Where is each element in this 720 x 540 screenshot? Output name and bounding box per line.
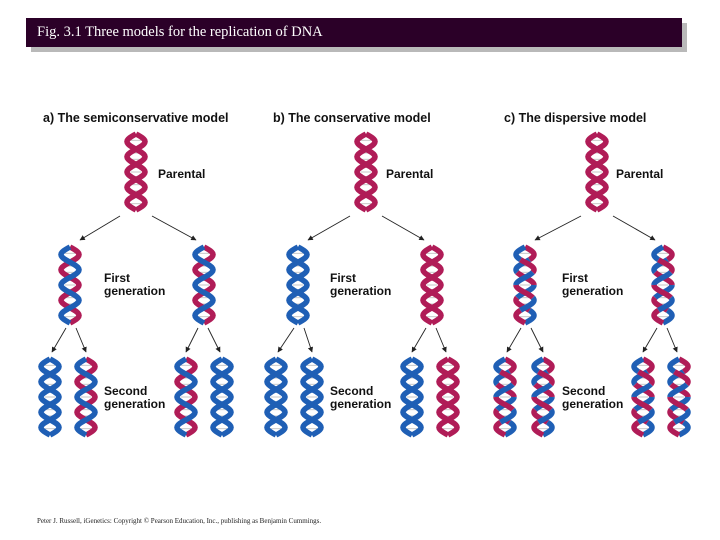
second-gen-helix	[74, 356, 98, 438]
footer-credit: Peter J. Russell, iGenetics: Copyright ©…	[37, 517, 322, 525]
arrow	[506, 327, 522, 353]
first-gen-helix	[651, 244, 675, 326]
parental-helix	[354, 131, 378, 213]
first-gen-helix	[513, 244, 537, 326]
second-gen-helix	[264, 356, 288, 438]
arrow	[534, 215, 582, 241]
first-gen-helix	[286, 244, 310, 326]
arrow	[411, 327, 427, 353]
title-bar: Fig. 3.1 Three models for the replicatio…	[26, 18, 682, 47]
parental-label: Parental	[616, 167, 663, 181]
second-gen-helix	[667, 356, 691, 438]
arrow	[642, 327, 658, 353]
panel-heading: c) The dispersive model	[504, 111, 646, 125]
panel-heading: b) The conservative model	[273, 111, 431, 125]
second-gen-helix	[174, 356, 198, 438]
arrow	[151, 215, 197, 241]
second-gen-helix	[493, 356, 517, 438]
arrow	[277, 327, 295, 353]
arrow	[51, 327, 67, 353]
first-gen-helix	[420, 244, 444, 326]
arrow	[435, 327, 447, 353]
first-gen-helix	[192, 244, 216, 326]
arrow	[612, 215, 656, 241]
arrow	[185, 327, 199, 353]
second-gen-helix	[400, 356, 424, 438]
parental-label: Parental	[386, 167, 433, 181]
first-gen-helix	[58, 244, 82, 326]
second-gen-helix	[300, 356, 324, 438]
arrow	[303, 327, 314, 353]
arrow	[79, 215, 121, 241]
second-gen-helix	[210, 356, 234, 438]
parental-helix	[585, 131, 609, 213]
arrow	[75, 327, 87, 353]
parental-label: Parental	[158, 167, 205, 181]
second-gen-helix	[631, 356, 655, 438]
parental-helix	[124, 131, 148, 213]
arrow	[530, 327, 544, 353]
panel-heading: a) The semiconservative model	[43, 111, 229, 125]
arrow	[207, 327, 221, 353]
arrow	[307, 215, 351, 241]
arrow	[666, 327, 678, 353]
page-title: Fig. 3.1 Three models for the replicatio…	[37, 24, 323, 40]
arrow	[381, 215, 425, 241]
second-gen-helix	[436, 356, 460, 438]
second-gen-helix	[531, 356, 555, 438]
second-gen-helix	[38, 356, 62, 438]
